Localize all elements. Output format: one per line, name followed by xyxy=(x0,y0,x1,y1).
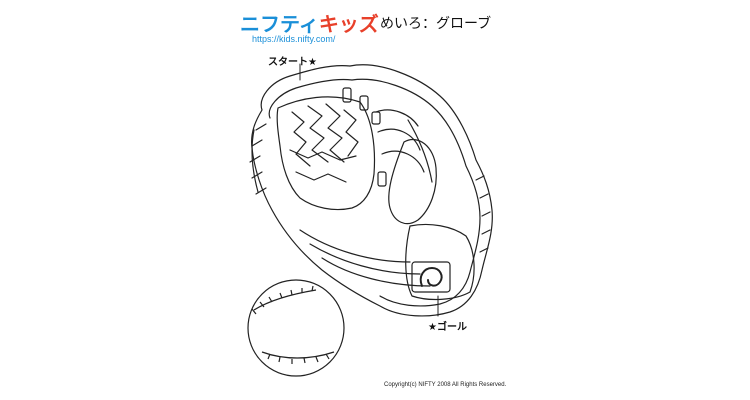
glove-outline-icon xyxy=(251,64,493,317)
glove-web-maze-icon xyxy=(276,96,376,211)
glove-logo-patch-icon xyxy=(411,261,451,293)
maze-goal-label: ★ゴール xyxy=(428,322,467,333)
logo-nifty-text: ニフティ xyxy=(240,12,319,36)
baseball-icon xyxy=(247,279,345,377)
logo-wordmark: ニフティキッズ xyxy=(240,8,379,37)
site-logo[interactable]: ニフティキッズ https://kids.nifty.com/ xyxy=(240,8,379,48)
site-url[interactable]: https://kids.nifty.com/ xyxy=(252,34,336,44)
copyright-notice: Copyright(c) NIFTY 2008 All Rights Reser… xyxy=(384,382,507,388)
page-title: めいろ：グローブ xyxy=(380,16,492,32)
logo-kids-text: キッズ xyxy=(318,12,379,36)
maze-start-label: スタート★ xyxy=(268,57,317,68)
